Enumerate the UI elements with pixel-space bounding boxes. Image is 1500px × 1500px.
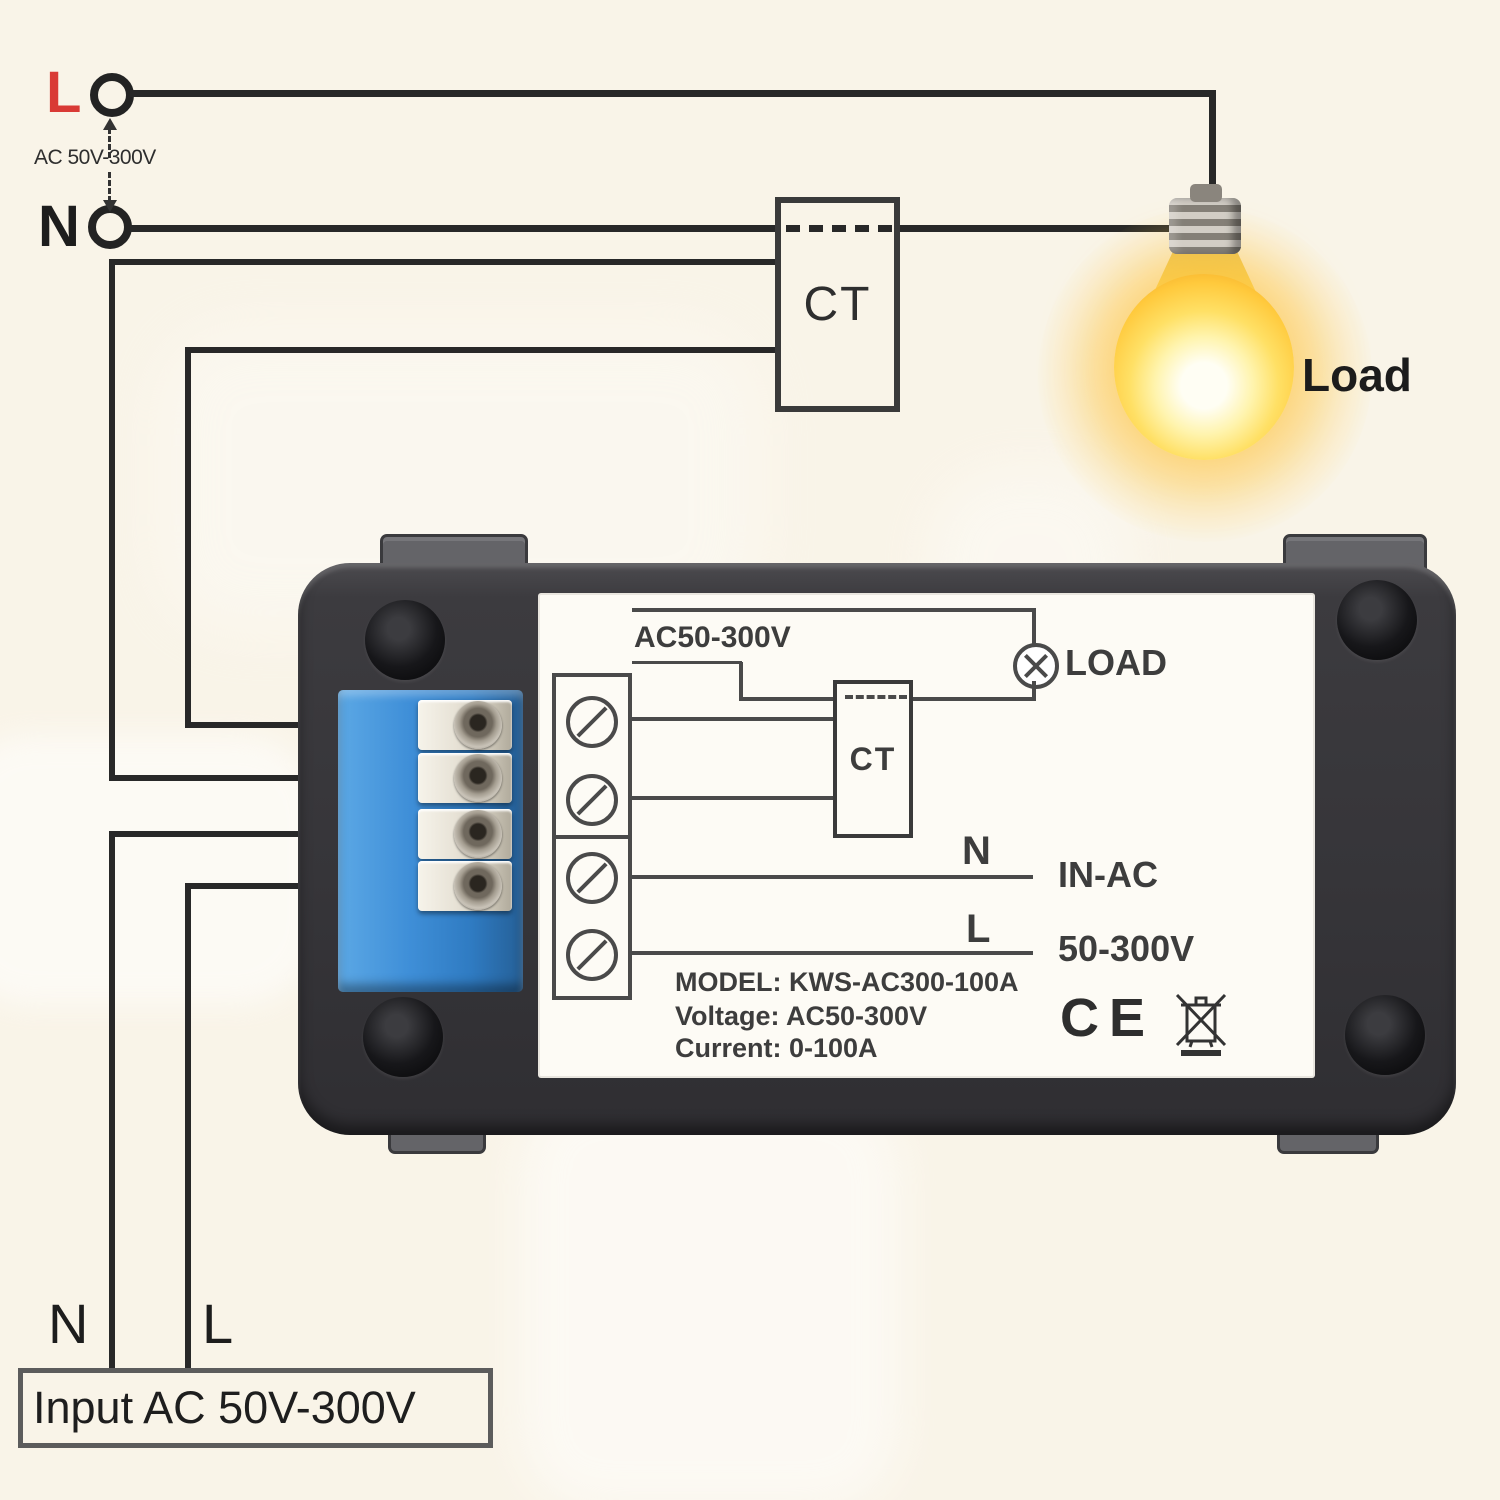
wire-ct-a-drop [109, 259, 115, 778]
input-source-box: Input AC 50V-300V [18, 1368, 493, 1448]
wire-input-neutral [109, 831, 115, 1370]
case-screw-icon [1337, 580, 1417, 660]
input-live-label: L [202, 1292, 234, 1355]
wire-ct-b-drop [185, 347, 191, 725]
lamp-symbol-icon [1013, 643, 1059, 689]
terminal-screw-icon [454, 754, 502, 802]
source-voltage-note: AC 50V-300V [34, 146, 156, 169]
wire-input-live [185, 883, 191, 1370]
screw-terminal-icon [566, 696, 618, 748]
label-ct-box: CT [833, 680, 913, 838]
label-live: L [966, 907, 991, 951]
label-in-ac: IN-AC [1058, 854, 1158, 895]
screw-terminal-icon [566, 774, 618, 826]
wire-live-drop [1209, 90, 1216, 198]
wire-neutral-run [130, 225, 780, 232]
label-voltage-range: 50-300V [1058, 928, 1195, 969]
weee-bin-icon [1175, 993, 1227, 1056]
wire-ct-a [112, 259, 780, 265]
ct-label: CT [803, 278, 872, 331]
input-neutral-label: N [48, 1292, 89, 1355]
terminal-screw-icon [454, 701, 502, 749]
label-current-line: Current: 0-100A [675, 1033, 878, 1063]
case-screw-icon [365, 600, 445, 680]
label-model-line: MODEL: KWS-AC300-100A [675, 967, 1019, 997]
label-neutral: N [962, 829, 991, 873]
watermark-blob [520, 1090, 900, 1500]
load-label: Load [1302, 349, 1412, 401]
terminal-screw-icon [454, 862, 502, 910]
voltage-range-arrow-icon [103, 118, 117, 212]
live-source-label: L [46, 60, 82, 125]
input-source-caption: Input AC 50V-300V [33, 1382, 416, 1433]
screw-terminal-icon [566, 929, 618, 981]
wire-live-top [130, 90, 1216, 97]
wire-neutral-run2 [898, 225, 1180, 232]
label-voltage-top: AC50-300V [634, 621, 791, 654]
wire-ct-primary-dashed [786, 225, 892, 232]
label-load: LOAD [1065, 642, 1167, 683]
label-ct: CT [849, 740, 897, 777]
case-screw-icon [363, 997, 443, 1077]
ce-mark: CE [1060, 988, 1156, 1048]
bulb-screw-base [1169, 198, 1241, 254]
ct-box: CT [775, 197, 900, 412]
screw-terminal-icon [566, 852, 618, 904]
terminal-screw-icon [454, 810, 502, 858]
neutral-source-label: N [38, 194, 80, 259]
live-terminal-dot [90, 73, 134, 117]
wire-terminal2 [109, 775, 485, 781]
light-bulb-icon [1114, 274, 1294, 460]
bulb-tip [1190, 184, 1222, 202]
wire-terminal3 [109, 831, 485, 837]
meter-wiring-label: AC50-300V LOAD CT N IN-AC L 50-300V MODE… [538, 593, 1315, 1078]
label-voltage-line: Voltage: AC50-300V [675, 1001, 928, 1031]
case-screw-icon [1345, 995, 1425, 1075]
wire-ct-b [188, 347, 780, 353]
